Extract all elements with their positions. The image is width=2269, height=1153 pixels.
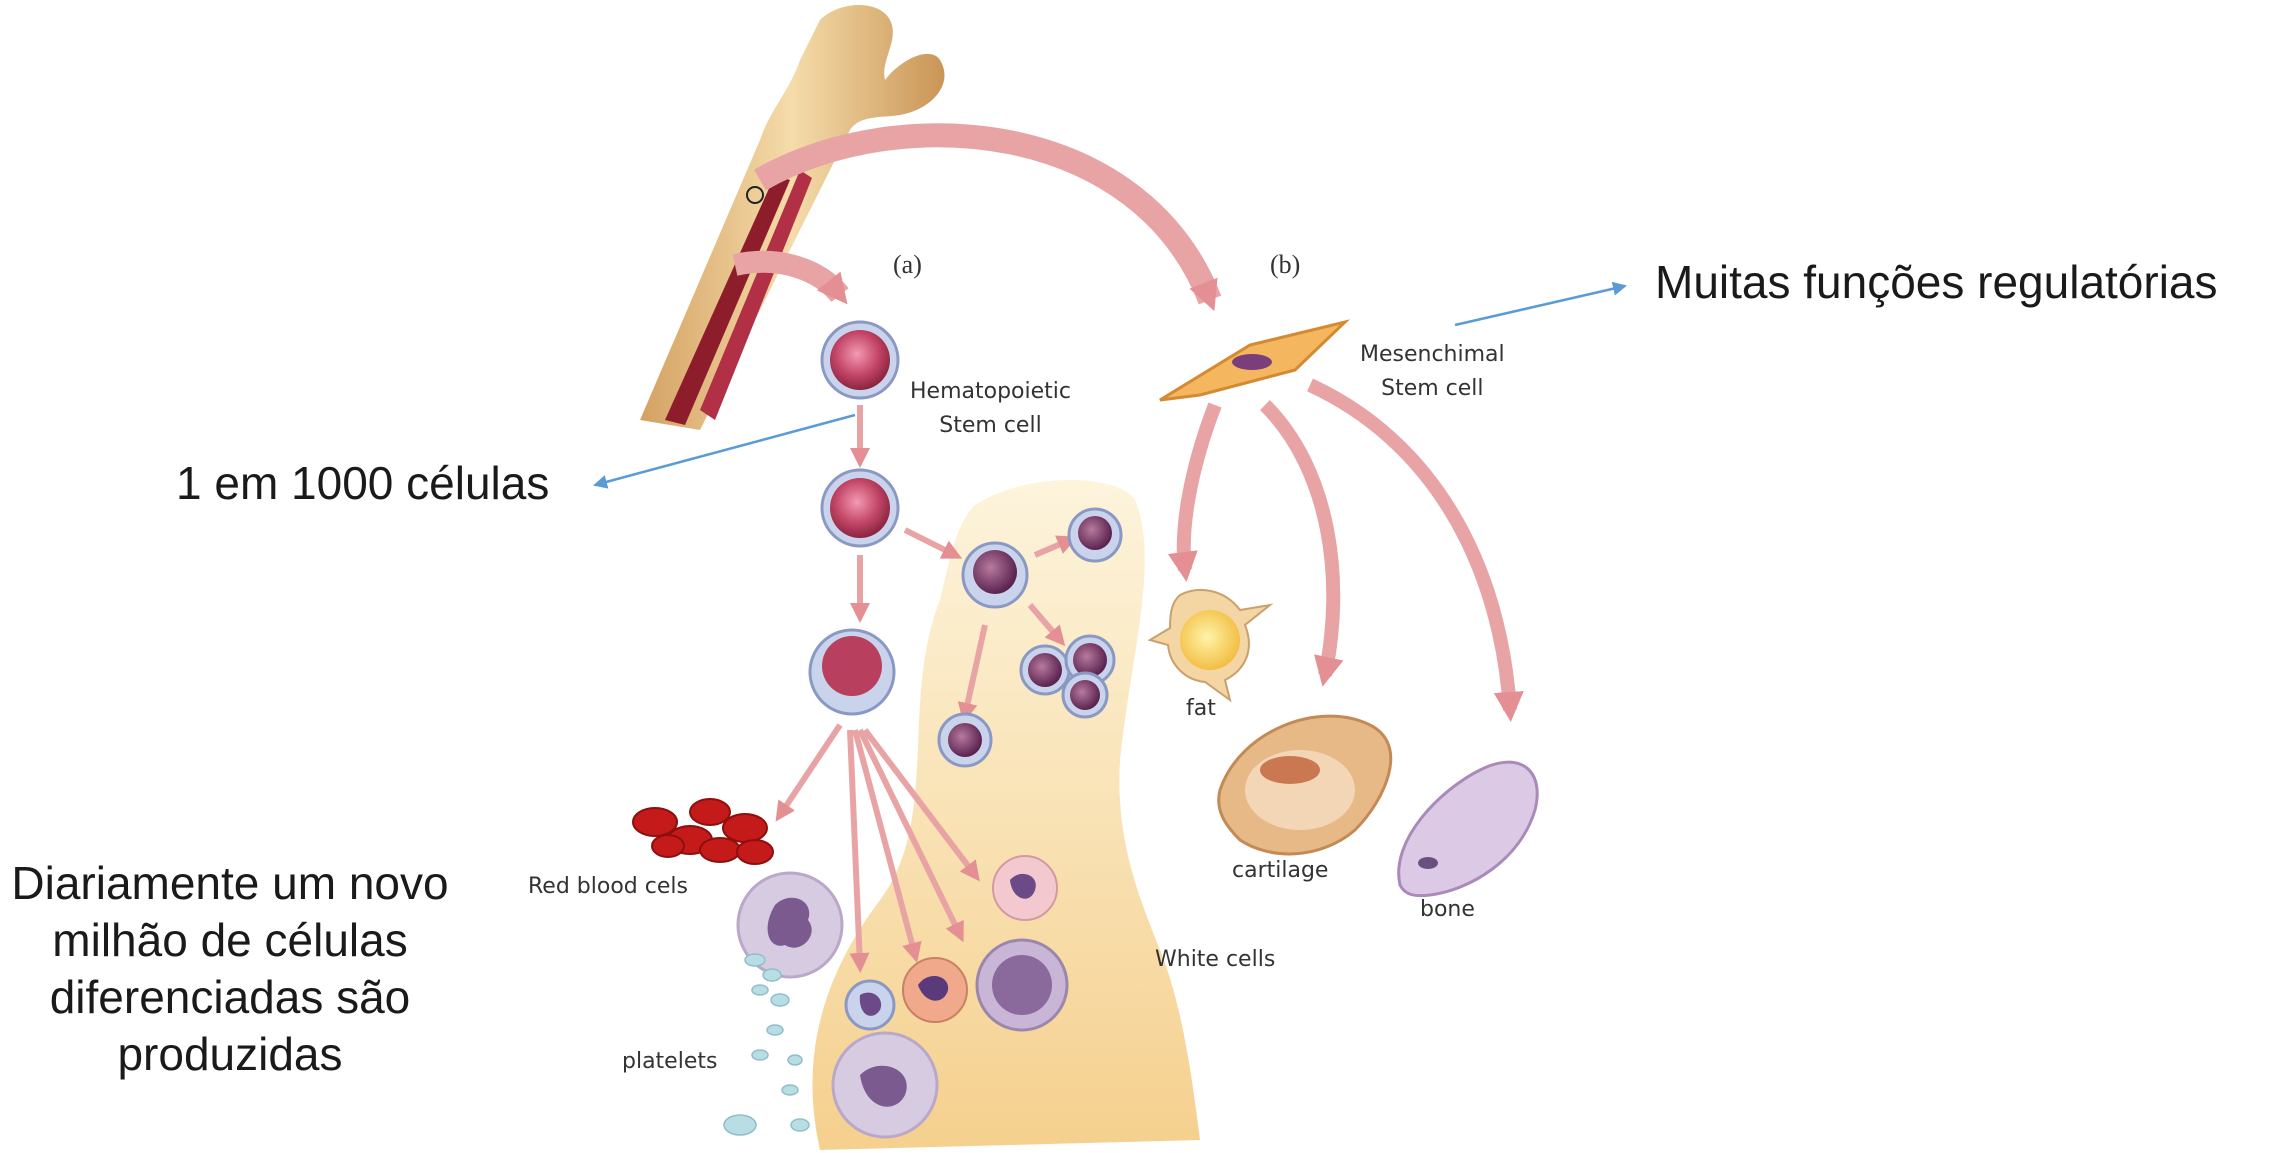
mesenchimal-label: Mesenchimal Stem cell xyxy=(1360,338,1505,406)
erythroid-progenitor-cell xyxy=(810,630,894,714)
red-blood-cells-label: Red blood cels xyxy=(528,870,688,904)
basophil xyxy=(977,940,1067,1030)
myeloid-progenitor-cell xyxy=(963,543,1027,607)
platelets-label: platelets xyxy=(622,1045,717,1079)
daily-production-note: Diariamente um novo milhão de células di… xyxy=(0,855,460,1083)
bone-label: bone xyxy=(1420,893,1475,927)
panel-label-b: (b) xyxy=(1270,250,1300,280)
lymphocyte xyxy=(846,981,894,1029)
one-in-1000-note: 1 em 1000 células xyxy=(176,455,549,512)
arrow-to-1-in-1000-note xyxy=(595,415,855,485)
arrow-to-regulatory-note xyxy=(1455,286,1625,325)
fat-cell xyxy=(1150,590,1270,700)
lymphoid-cell xyxy=(939,714,991,766)
eosinophil xyxy=(903,958,967,1022)
cartilage-label: cartilage xyxy=(1232,854,1328,888)
progenitor-cell xyxy=(822,470,898,546)
small-progenitor-cell xyxy=(1069,509,1121,561)
platelets xyxy=(724,954,809,1135)
fat-label: fat xyxy=(1186,692,1216,726)
bone-cell xyxy=(1399,762,1537,896)
neutrophil xyxy=(993,856,1057,920)
regulatory-functions-note: Muitas funções regulatórias xyxy=(1655,254,2218,311)
panel-label-a: (a) xyxy=(893,250,922,280)
hematopoietic-stem-cell xyxy=(822,322,898,398)
cartilage-cell xyxy=(1219,716,1391,854)
hematopoietic-label: Hematopoietic Stem cell xyxy=(910,375,1071,443)
white-cells-label: White cells xyxy=(1155,943,1275,977)
monocyte xyxy=(833,1033,937,1137)
red-blood-cells xyxy=(633,799,773,864)
